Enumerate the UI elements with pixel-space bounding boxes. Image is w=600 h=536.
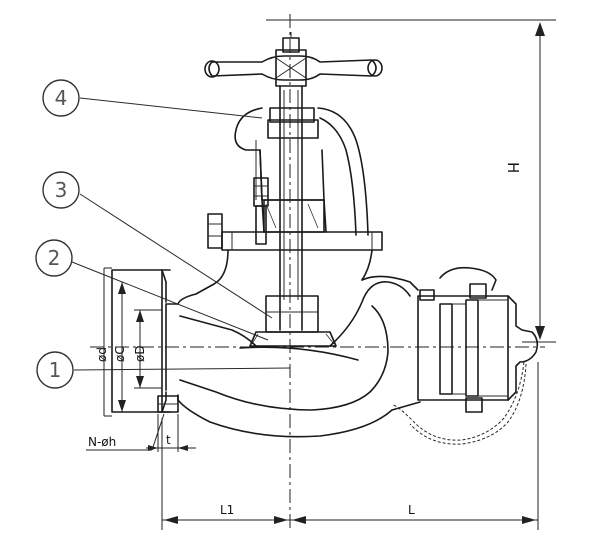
dim-diameters: ød øC øD [95, 267, 162, 417]
dim-flange-thickness: t [146, 414, 196, 452]
callout-2: 2 [35, 239, 73, 277]
dim-length-label: L [408, 503, 415, 517]
gland-bolt-left [253, 177, 269, 245]
leader-3 [79, 193, 273, 319]
dim-bolt-holes-label: N-øh [88, 435, 116, 449]
left-flange [111, 269, 179, 413]
dim-outer-diameter-label: ød [95, 347, 109, 362]
callout-2-label: 2 [48, 246, 61, 270]
callout-3: 3 [42, 171, 80, 209]
callout-1: 1 [36, 351, 74, 389]
stem [279, 85, 303, 331]
callout-4-label: 4 [55, 86, 68, 110]
right-outlet [417, 266, 539, 413]
callout-3-label: 3 [55, 178, 68, 202]
dim-bolt-holes: N-øh [86, 413, 165, 451]
dim-height-label: H [504, 162, 522, 173]
dim-length1-label: L1 [220, 503, 234, 517]
dim-length: L1 L [161, 362, 539, 530]
handwheel [204, 32, 383, 87]
bonnet-flange [221, 199, 383, 251]
dim-bore-label: øD [133, 345, 147, 362]
callout-1-label: 1 [49, 358, 62, 382]
dim-height: H [266, 19, 556, 343]
valve-body [165, 249, 421, 438]
callout-4: 4 [42, 79, 80, 117]
leader-2 [71, 261, 269, 341]
dim-flange-thickness-label: t [166, 433, 171, 447]
leader-4 [79, 97, 263, 119]
bonnet-bolt-left [207, 213, 223, 249]
dim-bolt-circle-label: øC [113, 346, 127, 362]
leader-1 [73, 367, 291, 371]
cap-chain [391, 361, 527, 445]
